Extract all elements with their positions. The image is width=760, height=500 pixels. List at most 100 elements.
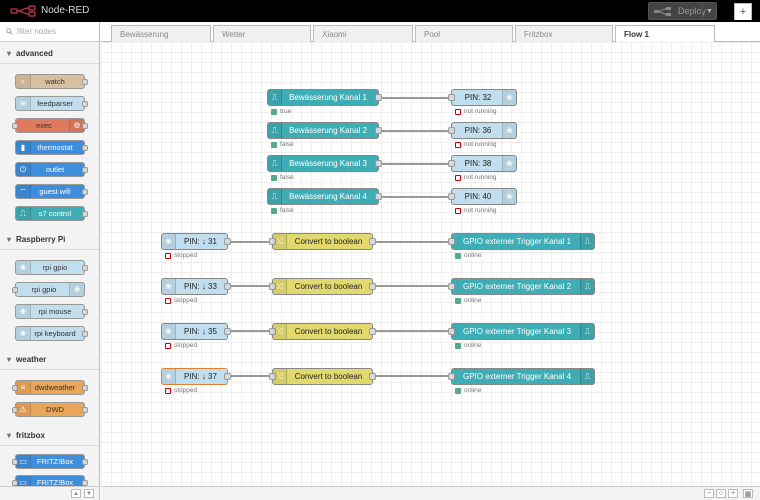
palette-search[interactable]: filter nodes: [0, 22, 99, 42]
gpio-out-node-38[interactable]: PIN: 38❀: [448, 155, 517, 172]
gpio-in-node-37[interactable]: ❀PIN: ↓ 37: [161, 368, 231, 385]
add-tab-plus-icon[interactable]: +: [734, 3, 752, 20]
trigger-node-kanal-2[interactable]: ⎍Bewässerung Kanal 2: [267, 122, 382, 139]
gpio-in-node-35[interactable]: ❀PIN: ↓ 35: [161, 323, 231, 340]
chevron-down-icon: ▾: [7, 355, 12, 364]
trigger-out-node-kanal-3[interactable]: GPIO externer Trigger Kanal 3⎍: [448, 323, 595, 340]
trigger-out-node-kanal-2[interactable]: GPIO externer Trigger Kanal 2⎍: [448, 278, 595, 295]
pulse-icon: ⎍: [268, 156, 282, 171]
palette-footer: ▲ ▼: [0, 486, 99, 500]
status-online: online: [455, 342, 481, 349]
function-node-convert-3[interactable]: ⤨Convert to boolean: [269, 323, 376, 340]
tab-flow-1[interactable]: Flow 1: [615, 25, 715, 43]
deploy-label: Deploy: [678, 6, 707, 16]
palette-node-guest-wifi[interactable]: ⌔guest wifi: [15, 184, 88, 199]
gpio-in-node-31[interactable]: ❀PIN: ↓ 31: [161, 233, 231, 250]
raspberry-icon: ❀: [16, 305, 31, 318]
palette-node-dwdweather[interactable]: ≡dwdweather: [12, 380, 88, 395]
function-node-convert-1[interactable]: ⤨Convert to boolean: [269, 233, 376, 250]
palette-node-rpi-mouse[interactable]: ❀rpi mouse: [15, 304, 88, 319]
palette-node-watch[interactable]: ⌕watch: [15, 74, 88, 89]
status-not-running: not running: [455, 207, 497, 214]
trigger-node-kanal-1[interactable]: ⎍Bewässerung Kanal 1: [267, 89, 382, 106]
zoom-in-button[interactable]: +: [728, 489, 738, 498]
raspberry-icon: ❀: [162, 324, 176, 339]
tab-xiaomi[interactable]: Xiaomi: [313, 25, 413, 42]
router-icon: ▭: [16, 476, 31, 489]
palette-node-rpi-keyboard[interactable]: ❀rpi keyboard: [15, 326, 88, 341]
status-not-running: not running: [455, 108, 497, 115]
deploy-dropdown-chevron-icon[interactable]: ▼: [702, 3, 716, 19]
zoom-reset-button[interactable]: ○: [716, 489, 726, 498]
raspberry-icon: ❀: [162, 234, 176, 249]
palette-node-feedparser[interactable]: ≋feedparser: [15, 96, 88, 111]
gpio-out-node-32[interactable]: PIN: 32❀: [448, 89, 517, 106]
category-weather[interactable]: ▾weather: [0, 350, 99, 370]
pulse-icon: ⎍: [580, 234, 594, 249]
zoom-out-button[interactable]: −: [704, 489, 714, 498]
expand-all-icon[interactable]: ▼: [84, 489, 94, 498]
gpio-in-node-33[interactable]: ❀PIN: ↓ 33: [161, 278, 231, 295]
pulse-icon: ⎍: [580, 324, 594, 339]
status-stopped: stopped: [165, 387, 197, 394]
tab-pool[interactable]: Pool: [415, 25, 513, 42]
palette-node-s7-control[interactable]: ⎍s7 control: [15, 206, 88, 221]
navigator-icon[interactable]: ▦: [743, 489, 753, 498]
gpio-out-node-40[interactable]: PIN: 40❀: [448, 188, 517, 205]
status-stopped: stopped: [165, 252, 197, 259]
wifi-icon: ⌔: [16, 185, 31, 198]
category-fritzbox[interactable]: ▾fritzbox: [0, 426, 99, 446]
pulse-icon: ⎍: [580, 369, 594, 384]
pulse-icon: ⎍: [268, 123, 282, 138]
status-not-running: not running: [455, 141, 497, 148]
trigger-node-kanal-4[interactable]: ⎍Bewässerung Kanal 4: [267, 188, 382, 205]
collapse-all-icon[interactable]: ▲: [71, 489, 81, 498]
pulse-icon: ⎍: [16, 207, 31, 220]
raspberry-icon: ❀: [16, 261, 31, 274]
raspberry-icon: ❀: [502, 90, 516, 105]
trigger-out-node-kanal-1[interactable]: GPIO externer Trigger Kanal 1⎍: [448, 233, 595, 250]
chevron-down-icon: ▾: [7, 49, 12, 58]
palette-node-thermostat[interactable]: ▮thermostat: [15, 140, 88, 155]
palette-node-exec[interactable]: exec⚙: [12, 118, 88, 133]
status-false: false: [271, 174, 294, 181]
palette-node-outlet[interactable]: ⏻outlet: [15, 162, 88, 177]
search-icon: [6, 28, 13, 35]
trigger-node-kanal-3[interactable]: ⎍Bewässerung Kanal 3: [267, 155, 382, 172]
palette-node-fritzbox[interactable]: ▭FRITZ!Box: [12, 454, 88, 469]
deploy-icon: [654, 6, 671, 16]
status-false: false: [271, 207, 294, 214]
category-raspberry-pi[interactable]: ▾Raspberry Pi: [0, 230, 99, 250]
palette-node-rpi-gpio-in[interactable]: ❀rpi gpio: [15, 260, 88, 275]
node-red-logo-icon: [10, 5, 36, 17]
flow-workspace[interactable]: ⎍Bewässerung Kanal 1 true PIN: 32❀ not r…: [101, 42, 760, 486]
list-icon: ≡: [16, 381, 31, 394]
pulse-icon: ⎍: [580, 279, 594, 294]
raspberry-icon: ❀: [502, 189, 516, 204]
palette-node-dwd[interactable]: ⚠DWD: [12, 402, 88, 417]
power-icon: ⏻: [16, 163, 31, 176]
raspberry-icon: ❀: [162, 369, 176, 384]
shuffle-icon: ⤨: [273, 324, 287, 339]
raspberry-icon: ❀: [502, 156, 516, 171]
shuffle-icon: ⤨: [273, 369, 287, 384]
app-title: Node-RED: [41, 5, 90, 16]
gpio-out-node-36[interactable]: PIN: 36❀: [448, 122, 517, 139]
search-input[interactable]: filter nodes: [17, 27, 57, 36]
tab-fritzbox[interactable]: Fritzbox: [515, 25, 613, 42]
status-false: false: [271, 141, 294, 148]
node-palette: filter nodes ▾advanced ⌕watch ≋feedparse…: [0, 22, 100, 500]
palette-node-rpi-gpio-out[interactable]: rpi gpio❀: [12, 282, 85, 297]
raspberry-icon: ❀: [69, 283, 84, 296]
status-stopped: stopped: [165, 342, 197, 349]
function-node-convert-4[interactable]: ⤨Convert to boolean: [269, 368, 376, 385]
header-bar: Node-RED Deploy ▼: [0, 0, 760, 22]
category-advanced[interactable]: ▾advanced: [0, 44, 99, 64]
status-stopped: stopped: [165, 297, 197, 304]
trigger-out-node-kanal-4[interactable]: GPIO externer Trigger Kanal 4⎍: [448, 368, 595, 385]
tab-wetter[interactable]: Wetter: [213, 25, 311, 42]
chevron-down-icon: ▾: [7, 431, 12, 440]
deploy-button[interactable]: Deploy ▼: [648, 2, 717, 20]
function-node-convert-2[interactable]: ⤨Convert to boolean: [269, 278, 376, 295]
tab-bewasserung[interactable]: Bewässerung: [111, 25, 211, 42]
